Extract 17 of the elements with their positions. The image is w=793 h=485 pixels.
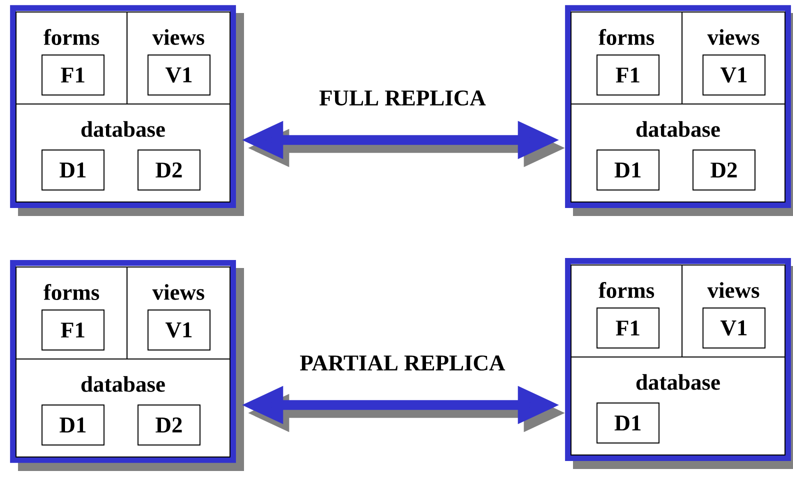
item-box: V1 (702, 308, 766, 348)
item-box: F1 (42, 54, 104, 96)
item-box: D1 (42, 404, 104, 446)
item-box: D1 (596, 402, 660, 444)
item-box: F1 (42, 310, 104, 350)
item-box: D1 (596, 150, 660, 190)
item-box: F1 (596, 54, 660, 96)
item-box: D2 (138, 150, 200, 190)
item-box: D1 (42, 150, 104, 190)
edge-label: FULL REPLICA (319, 90, 486, 106)
item-box: V1 (148, 310, 210, 350)
item-box: F1 (596, 308, 660, 348)
item-box: V1 (148, 54, 210, 96)
item-box: D2 (138, 404, 200, 446)
edge-label: PARTIAL REPLICA (300, 355, 506, 371)
item-box: V1 (702, 54, 766, 96)
item-box: D2 (692, 150, 756, 190)
